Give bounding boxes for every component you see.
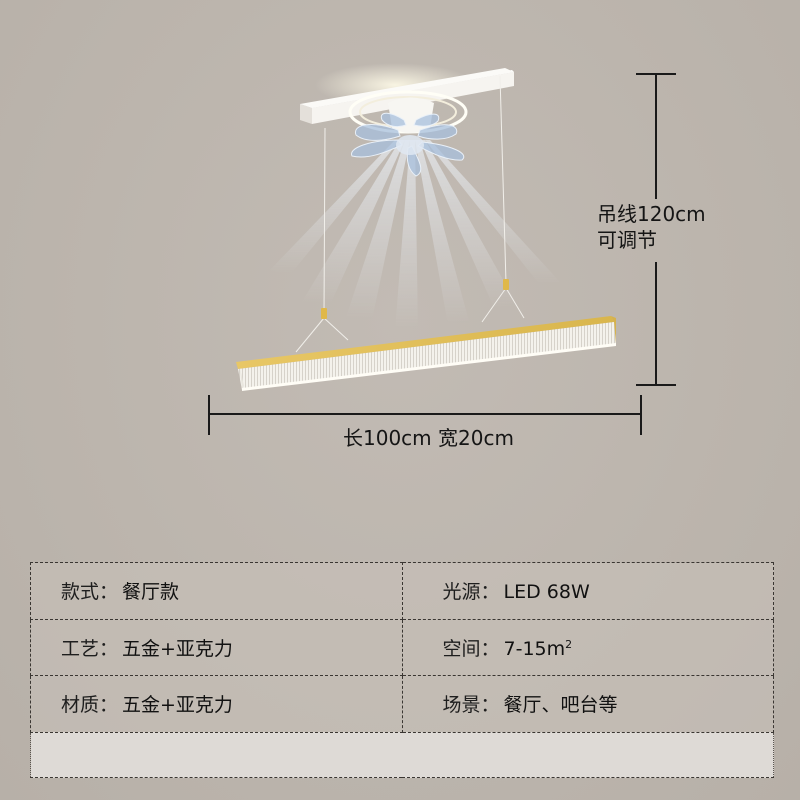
spec-label: 空间： [442, 637, 500, 660]
air-flow-beams [270, 140, 560, 330]
cable-length-label: 吊线120cm 可调节 [597, 201, 706, 253]
spec-value: 五金+亚克力 [122, 637, 233, 660]
spec-row: 工艺：五金+亚克力 空间：7-15m2 [30, 618, 774, 677]
size-dimension-right-tick [640, 395, 642, 435]
spec-row-empty [30, 731, 774, 779]
spec-cell-empty [30, 731, 774, 779]
spec-cell-craft: 工艺：五金+亚克力 [30, 618, 403, 677]
gold-connector [321, 308, 327, 319]
cable-dimension-line-upper [655, 73, 657, 199]
spec-label: 款式： [61, 581, 119, 604]
spec-value: 五金+亚克力 [122, 694, 233, 717]
spec-value: 餐厅、吧台等 [503, 694, 618, 717]
size-dimension-left-tick [208, 395, 210, 435]
spec-label: 材质： [61, 694, 119, 717]
size-label: 长100cm 宽20cm [343, 426, 514, 450]
cable-dimension-bottom-tick [636, 384, 676, 386]
gold-connector [503, 279, 509, 290]
spec-cell-space: 空间：7-15m2 [401, 618, 774, 677]
spec-value-superscript: 2 [565, 637, 573, 651]
product-illustration [236, 63, 616, 391]
spec-row: 材质：五金+亚克力 场景：餐厅、吧台等 [30, 675, 774, 733]
spec-value: 餐厅款 [122, 581, 180, 604]
spec-value: LED 68W [503, 581, 590, 604]
size-dimension-line [208, 413, 641, 415]
spec-value: 7-15m [503, 637, 566, 660]
spec-row: 款式：餐厅款 光源：LED 68W [30, 562, 774, 620]
cable-dimension-line-lower [655, 262, 657, 385]
spec-cell-light-source: 光源：LED 68W [401, 562, 774, 620]
spec-label: 工艺： [61, 637, 119, 660]
suspension-cables [295, 75, 525, 353]
spec-table: 款式：餐厅款 光源：LED 68W 工艺：五金+亚克力 空间：7-15m2 材质… [30, 562, 774, 779]
spec-cell-style: 款式：餐厅款 [30, 562, 403, 620]
cable-length-text: 吊线120cm [597, 202, 706, 226]
spec-cell-material: 材质：五金+亚克力 [30, 675, 403, 733]
spec-cell-scene: 场景：餐厅、吧台等 [401, 675, 774, 733]
cable-adjustable-text: 可调节 [597, 228, 657, 252]
fan-blades [351, 112, 465, 177]
pendant-light-bar [236, 316, 616, 391]
spec-label: 光源： [442, 581, 500, 604]
spec-label: 场景： [442, 694, 500, 717]
